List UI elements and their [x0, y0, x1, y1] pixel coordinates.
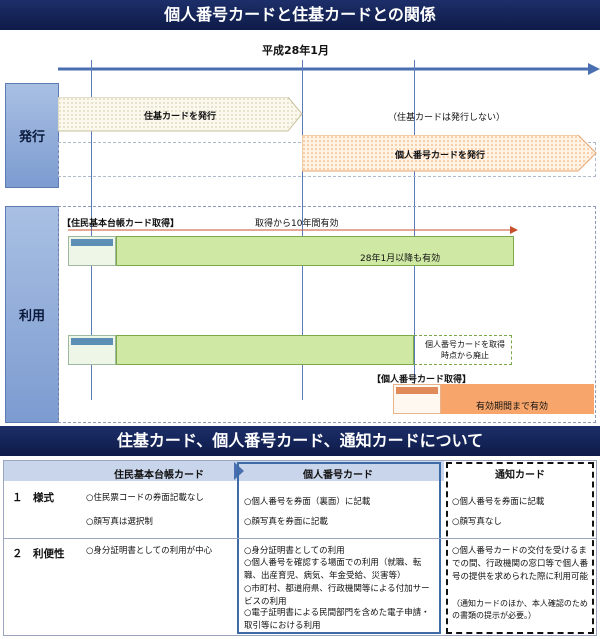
issue-juki-arrow [58, 97, 303, 132]
section-issue-text: 発行 [18, 130, 45, 145]
r2c2-a: ○身分証明書としての利用 [244, 546, 345, 556]
juki-bar-2 [116, 335, 414, 365]
timeline-label: 平成28年1月 [262, 44, 329, 57]
r2c2-d: ○電子証明書による民間部門を含めた電子申請・取引等における利用 [244, 608, 430, 631]
section2-title: 住基カード、個人番号カード、通知カードについて [116, 431, 484, 450]
juki-bar-2-note: 個人番号カードを取得 時点から廃止 [420, 339, 510, 361]
r2c3-a: ○個人番号カードの交付を受けるまでの間、行政機関の窓口等で個人番号の提供を求めら… [452, 546, 589, 582]
col-header-notice: 通知カード [495, 470, 545, 481]
col-header-juki: 住民基本台帳カード [114, 470, 204, 481]
juki-card-image-2 [68, 335, 116, 365]
r1c1-b: ○顔写真は選択制 [86, 517, 153, 527]
notice-column-box [446, 462, 594, 634]
validity-arrow [68, 226, 518, 234]
page-title: 個人番号カードと住基カードとの関係 [164, 5, 436, 24]
note-line-1: 個人番号カードを取得 [425, 340, 505, 349]
r2c1: ○身分証明書としての利用が中心 [86, 546, 213, 556]
mynumber-bar [441, 384, 594, 414]
r2c2-c: ○市町村、都道府県、行政機関等による付加サービスの利用 [244, 584, 430, 607]
table-header-bg [4, 461, 444, 481]
row1-label: １ 様式 [12, 492, 54, 504]
juki-bar-1-label: 28年1月以降も有効 [360, 254, 441, 264]
use-area [58, 206, 596, 423]
timeline-arrow [58, 63, 600, 75]
juki-bar-2-dashed [414, 335, 512, 365]
section-use-label: 利用 [5, 206, 59, 423]
juki-bar-1 [116, 236, 514, 266]
use-mynumber-header: 【個人番号カード取得】 [372, 375, 472, 385]
use-validity-label: 取得から10年間有効 [255, 219, 339, 229]
r1c3-a: ○個人番号を券面に記載 [452, 497, 545, 507]
use-juki-header: 【住民基本台帳カード取得】 [62, 219, 180, 229]
issue-juki-label: 住基カードを発行 [143, 112, 216, 122]
mynumber-column-box [237, 462, 441, 634]
issue-mynumber-arrow [302, 135, 597, 172]
header-arrow [234, 462, 244, 480]
col-header-mynumber: 個人番号カード [303, 470, 373, 481]
comparison-table [3, 460, 597, 636]
row-divider [4, 538, 596, 539]
issue-mynumber-label: 個人番号カードを発行 [394, 151, 485, 161]
row2-label: ２ 利便性 [12, 548, 65, 560]
issue-juki-none-label: （住基カードは発行しない） [388, 113, 506, 123]
r1c3-b: ○顔写真なし [452, 517, 502, 527]
r2c3-b: （通知カードのほか、本人確認のための書類の提示が必要。） [452, 599, 588, 620]
section2-banner: 住基カード、個人番号カード、通知カードについて [0, 426, 600, 456]
mynumber-card-image [393, 384, 441, 414]
juki-card-image [68, 236, 116, 266]
mynumber-bar-label: 有効期間まで有効 [476, 402, 549, 412]
section-use-text: 利用 [18, 309, 45, 324]
r1c2-b: ○顔写真を券面に記載 [244, 517, 328, 527]
title-banner: 個人番号カードと住基カードとの関係 [0, 0, 600, 30]
note-line-2: 時点から廃止 [441, 351, 489, 360]
section-issue-label: 発行 [5, 83, 59, 188]
r1c1-a: ○住民票コードの券面記載なし [86, 493, 204, 503]
r2c2-b: ○個人番号を確認する場面での利用（就職、転職、出産育児、病気、年金受給、災害等） [244, 558, 422, 581]
r1c2-a: ○個人番号を券面（裏面）に記載 [244, 497, 371, 507]
